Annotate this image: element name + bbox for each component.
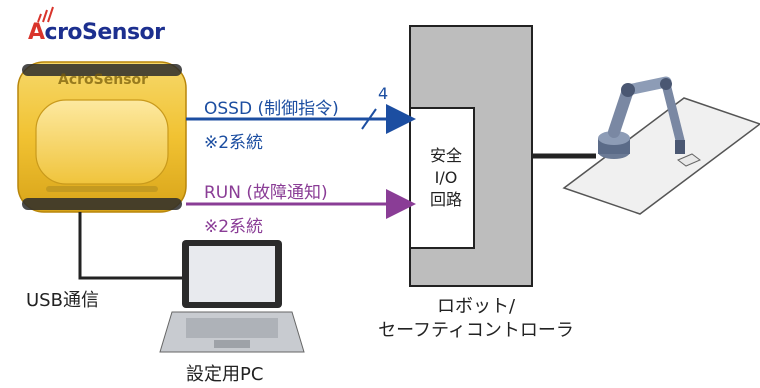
- safety-io-line1: 安全: [429, 146, 462, 165]
- safety-io-line3: 回路: [429, 190, 462, 209]
- acrosensor-device: [17, 61, 187, 213]
- ossd-count: 4: [378, 84, 389, 103]
- logo-text: croSensor: [44, 20, 166, 45]
- controller-label-1: ロボット/: [436, 296, 516, 317]
- brand-logo: AcroSensor: [28, 20, 165, 45]
- safety-io-label: 安全 I/O 回路: [418, 108, 474, 248]
- run-label: RUN (故障通知): [204, 183, 328, 203]
- robot-arm-icon: [562, 76, 760, 215]
- run-note: ※2系統: [204, 217, 264, 237]
- pc-label: 設定用PC: [186, 364, 264, 385]
- safety-io-box: [409, 107, 475, 249]
- controller-label-2: セーフティコントローラ: [378, 320, 574, 341]
- laptop-icon: [159, 240, 305, 353]
- ossd-label: OSSD (制御指令): [204, 99, 339, 119]
- device-logo: AcroSensor: [58, 72, 149, 88]
- usb-label: USB通信: [26, 290, 99, 311]
- ossd-slash: [361, 108, 377, 130]
- logo-first-letter: A: [28, 20, 45, 45]
- ossd-note: ※2系統: [204, 133, 264, 153]
- usb-cable: [78, 212, 182, 280]
- safety-io-line2: I/O: [434, 168, 458, 187]
- logo-signal-icon: [37, 6, 54, 23]
